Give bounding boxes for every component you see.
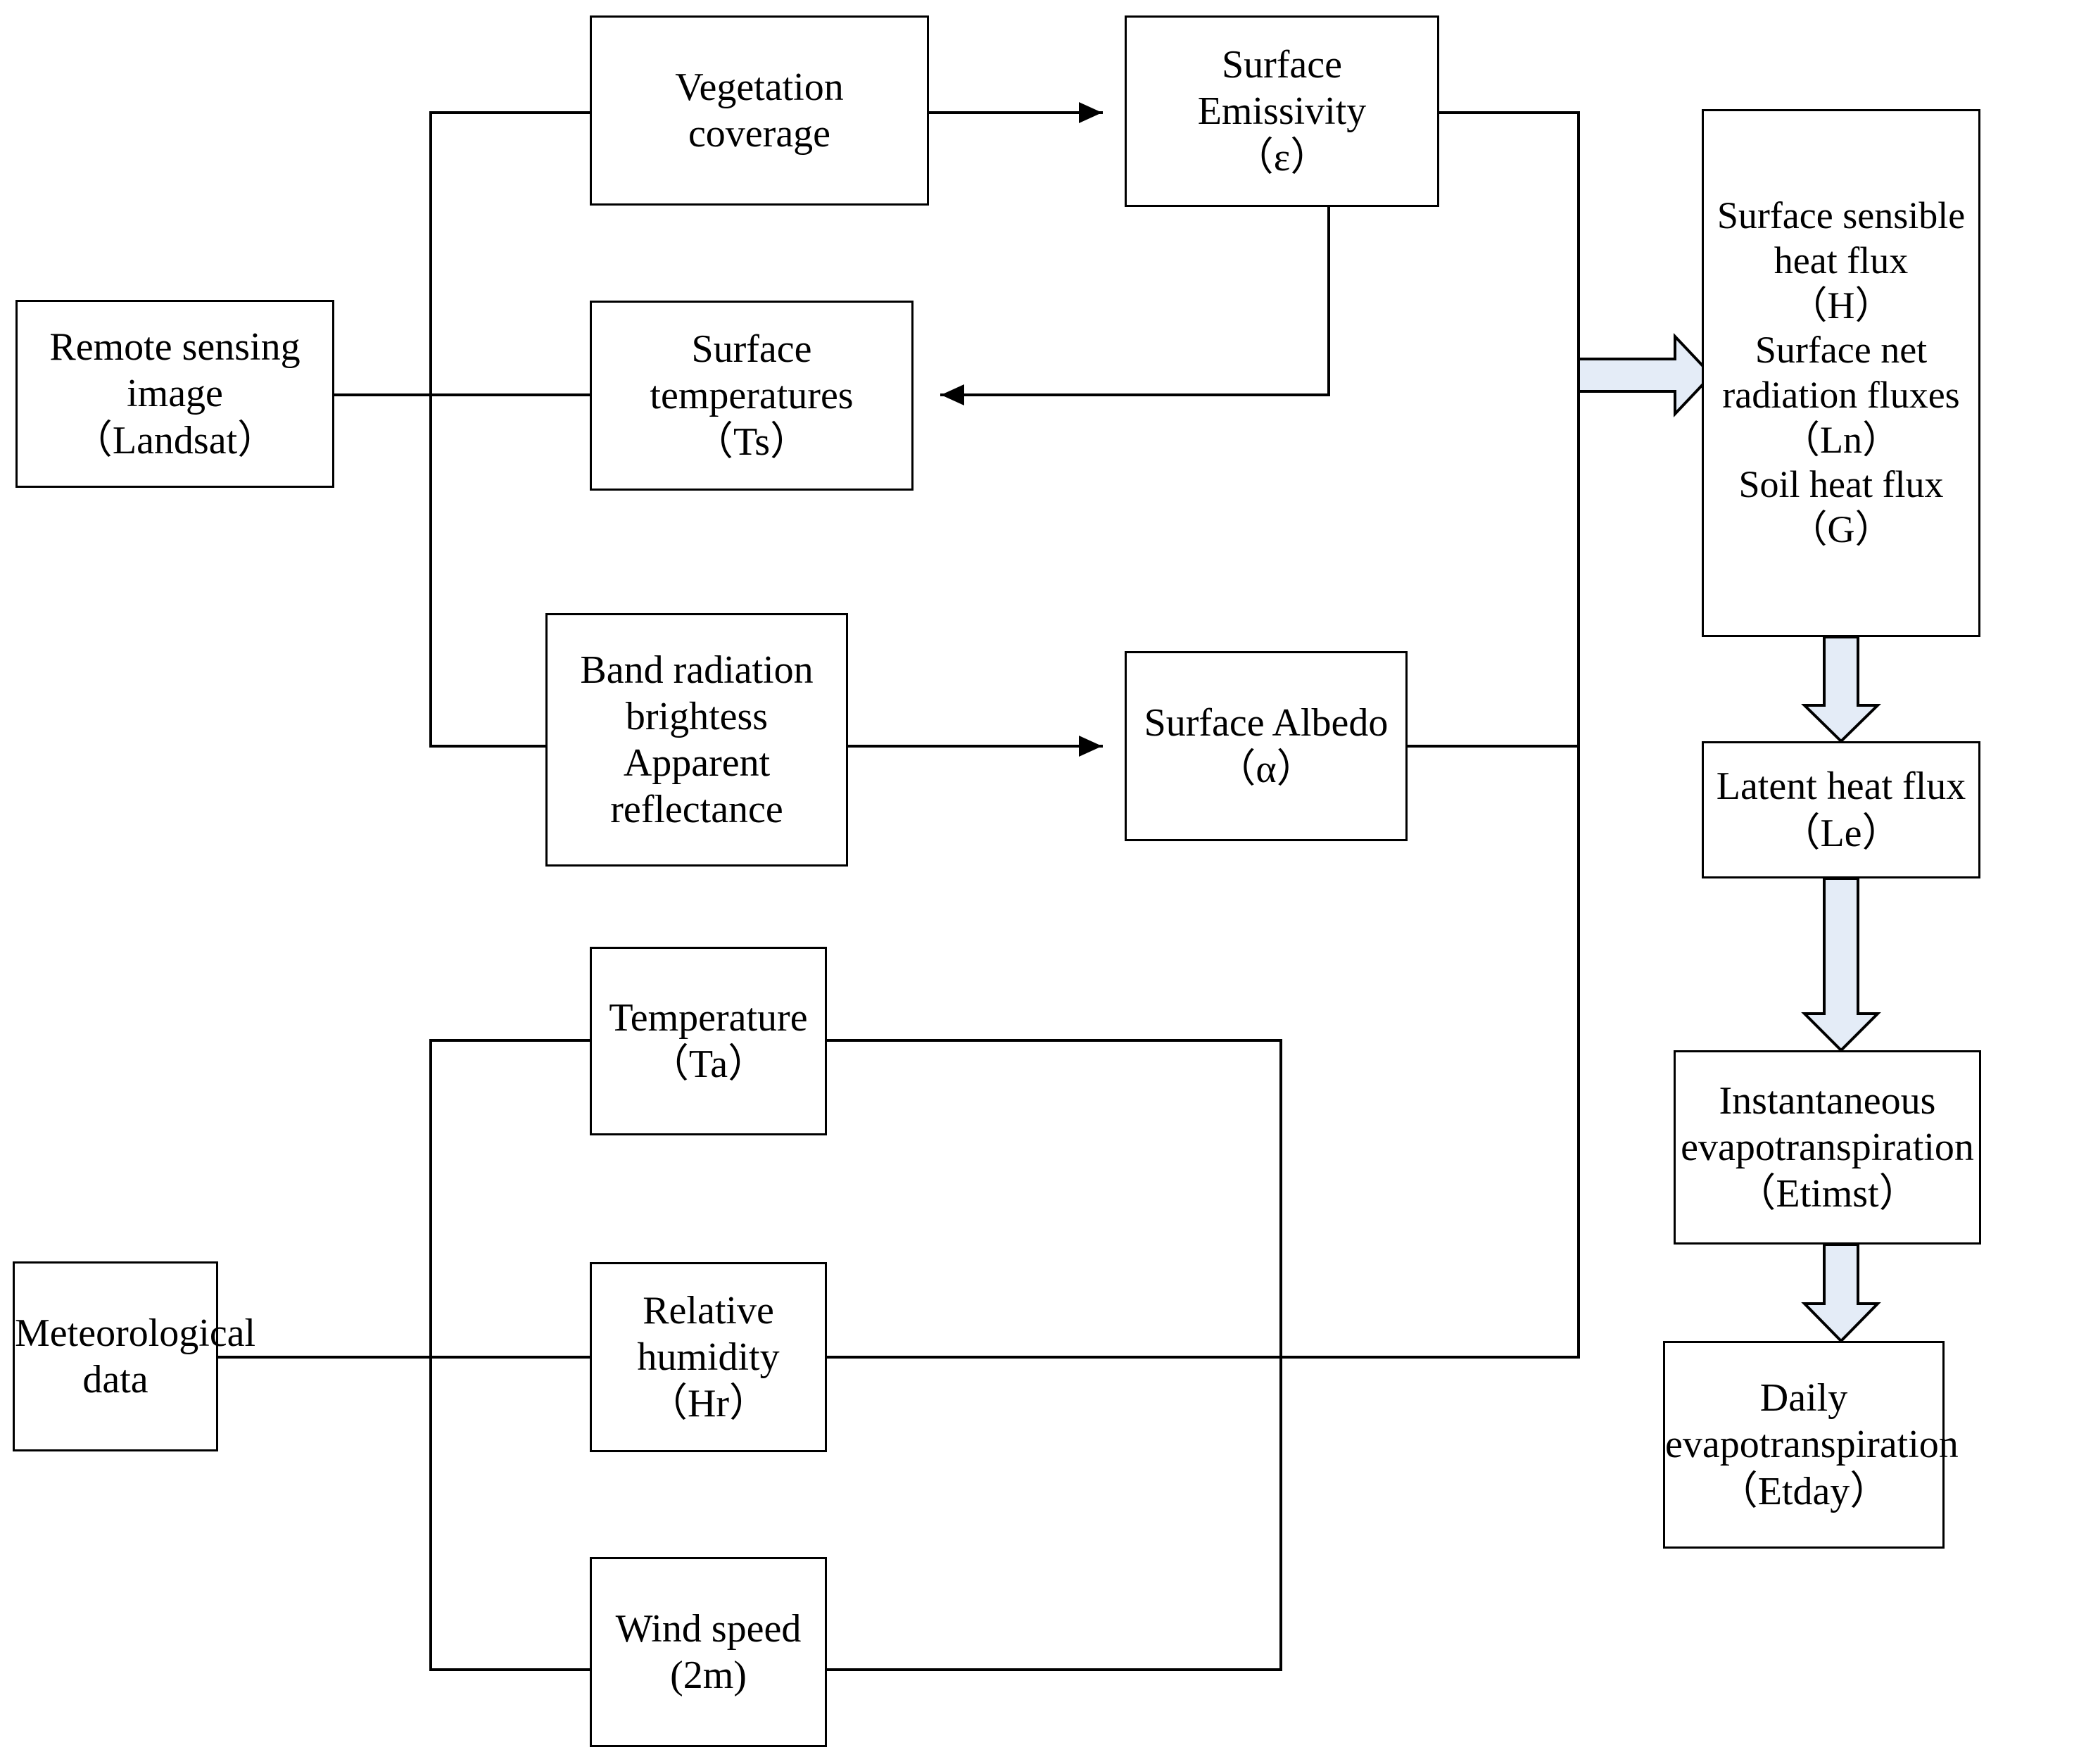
node-temperature[interactable]: Temperature （Ta） bbox=[590, 947, 827, 1135]
node-surface-albedo[interactable]: Surface Albedo （α） bbox=[1125, 651, 1408, 841]
block-arrow-down-to-latent-heat-flux bbox=[1801, 636, 1881, 743]
node-meteorological-data[interactable]: Meteorological data bbox=[13, 1261, 256, 1451]
node-vegetation-coverage-label: Vegetation coverage bbox=[675, 65, 844, 156]
node-band-radiation[interactable]: Band radiation brightess Apparent reflec… bbox=[545, 613, 848, 867]
node-surface-temperatures-label: Surface temperatures （Ts） bbox=[650, 327, 854, 465]
node-vegetation-coverage[interactable]: Vegetation coverage bbox=[590, 15, 929, 206]
node-band-radiation-label: Band radiation brightess Apparent reflec… bbox=[580, 648, 814, 832]
edge-temperature-to-flux-bus bbox=[826, 1039, 1282, 1359]
node-daily-et-label: Daily evapotranspiration （Etday） bbox=[1665, 1376, 1959, 1513]
block-arrow-right-to-flux-group bbox=[1577, 332, 1714, 418]
edge-emissivity-to-surface-temperatures bbox=[940, 206, 1330, 405]
node-relative-humidity-label: Relative humidity （Hr） bbox=[637, 1288, 780, 1426]
edge-wind-speed-to-flux-bus bbox=[826, 1356, 1282, 1671]
node-instantaneous-et[interactable]: Instantaneous evapotranspiration （Etimst… bbox=[1674, 1050, 1981, 1245]
edge-emissivity-to-flux-bus bbox=[1438, 111, 1580, 377]
node-wind-speed-label: Wind speed (2m) bbox=[615, 1606, 802, 1697]
node-surface-emissivity[interactable]: Surface Emissivity （ε） bbox=[1125, 15, 1439, 207]
edge-relative-humidity-to-flux-bus bbox=[826, 374, 1580, 1359]
node-remote-sensing-image-label: Remote sensing image （Landsat） bbox=[49, 325, 301, 462]
node-meteorological-data-label: Meteorological data bbox=[15, 1311, 256, 1401]
node-flux-group-label: Surface sensible heat flux （H） Surface n… bbox=[1717, 194, 1966, 551]
node-relative-humidity[interactable]: Relative humidity （Hr） bbox=[590, 1262, 827, 1452]
block-arrow-down-to-daily-et bbox=[1801, 1243, 1881, 1343]
node-temperature-label: Temperature （Ta） bbox=[609, 995, 808, 1086]
block-arrow-down-to-instantaneous-et bbox=[1801, 877, 1881, 1052]
node-flux-group[interactable]: Surface sensible heat flux （H） Surface n… bbox=[1702, 109, 1980, 637]
node-surface-albedo-label: Surface Albedo （α） bbox=[1144, 700, 1389, 791]
node-wind-speed[interactable]: Wind speed (2m) bbox=[590, 1557, 827, 1747]
node-latent-heat-flux-label: Latent heat flux （Le） bbox=[1716, 764, 1966, 855]
edge-albedo-to-flux-bus bbox=[1406, 374, 1580, 748]
node-remote-sensing-image[interactable]: Remote sensing image （Landsat） bbox=[15, 300, 334, 488]
node-surface-temperatures[interactable]: Surface temperatures （Ts） bbox=[590, 301, 914, 491]
node-surface-emissivity-label: Surface Emissivity （ε） bbox=[1197, 42, 1367, 180]
node-daily-et[interactable]: Daily evapotranspiration （Etday） bbox=[1663, 1341, 1959, 1549]
node-instantaneous-et-label: Instantaneous evapotranspiration （Etimst… bbox=[1681, 1078, 1974, 1216]
node-latent-heat-flux[interactable]: Latent heat flux （Le） bbox=[1702, 741, 1980, 878]
